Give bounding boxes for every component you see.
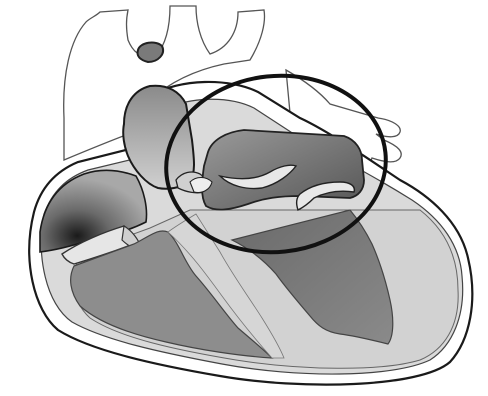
vessel-opening [137, 43, 163, 62]
